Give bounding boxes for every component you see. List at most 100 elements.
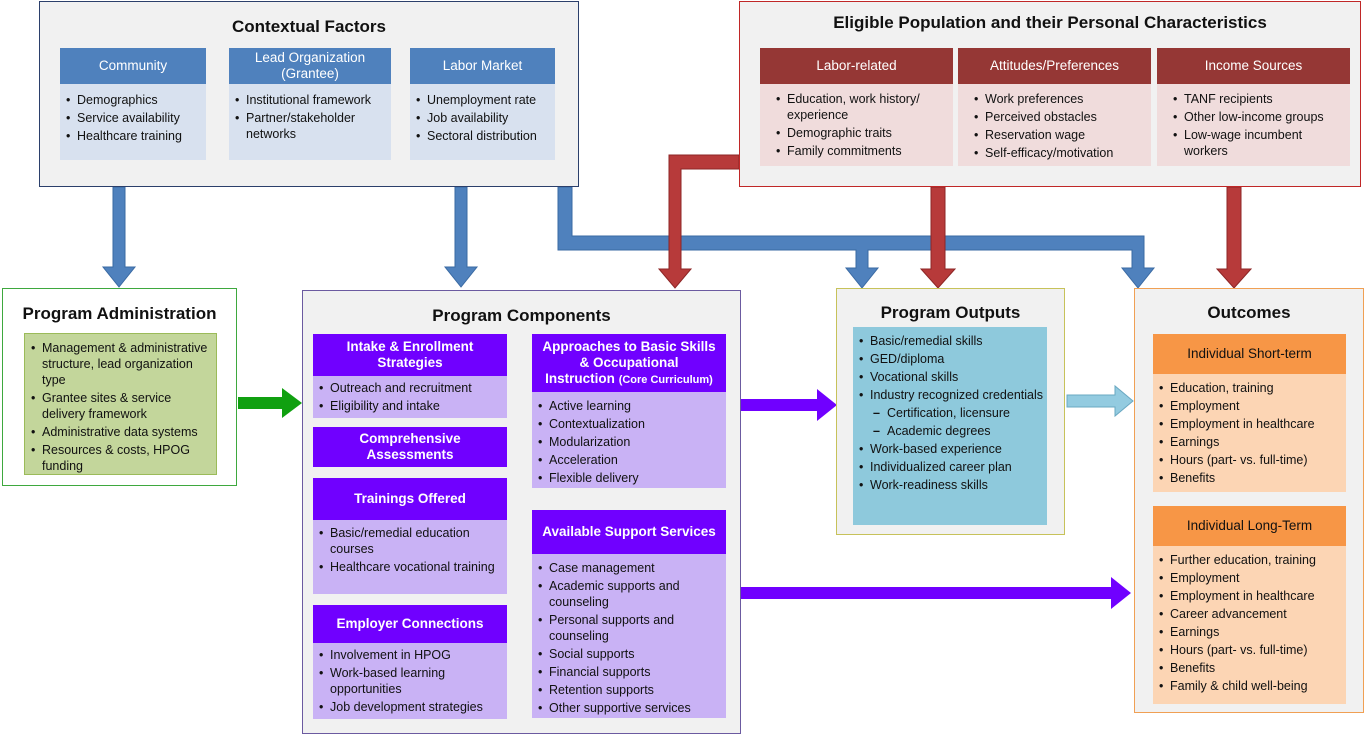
list-item: Employment xyxy=(1159,570,1342,586)
list-item: Earnings xyxy=(1159,624,1342,640)
program-outputs-box: Program Outputs Basic/remedial skills GE… xyxy=(836,288,1065,535)
support-services-group: Available Support Services Case manageme… xyxy=(532,510,726,718)
header-line: Approaches to Basic Skills xyxy=(542,338,716,354)
approaches-header: Approaches to Basic Skills & Occupationa… xyxy=(532,334,726,392)
header-line: Lead Organization xyxy=(254,50,366,65)
list-item: Social supports xyxy=(538,646,722,662)
list-item: Personal supports and counseling xyxy=(538,612,722,644)
arrow-eligible-to-outcomes xyxy=(1215,186,1253,289)
list-item: Outreach and recruitment xyxy=(319,380,503,396)
list-item: Administrative data systems xyxy=(31,424,212,440)
short-term-group: Individual Short-term Education, trainin… xyxy=(1153,334,1346,492)
arrow-eligible-to-outputs xyxy=(919,186,957,289)
arrow-admin-to-components xyxy=(238,388,302,418)
arrow-components-to-outcomes xyxy=(741,577,1131,609)
program-administration-title: Program Administration xyxy=(22,304,217,323)
trainings-header: Trainings Offered xyxy=(313,478,507,520)
outcomes-box: Outcomes Individual Short-term Education… xyxy=(1134,288,1364,713)
list-item: Family & child well-being xyxy=(1159,678,1342,694)
list-item: Management & administrative structure, l… xyxy=(31,340,212,388)
list-item: Academic supports and counseling xyxy=(538,578,722,610)
list-item: Healthcare vocational training xyxy=(319,559,503,575)
approaches-group: Approaches to Basic Skills & Occupationa… xyxy=(532,334,726,488)
list-item: Demographic traits xyxy=(776,125,949,141)
list-item: GED/diploma xyxy=(859,351,1043,367)
arrow-components-to-outputs xyxy=(741,389,837,421)
arrow-outputs-to-outcomes xyxy=(1066,384,1134,418)
eligible-population-box: Eligible Population and their Personal C… xyxy=(739,1,1361,187)
labor-market-header: Labor Market xyxy=(410,48,555,84)
list-item: Perceived obstacles xyxy=(974,109,1147,125)
list-item: Healthcare training xyxy=(66,128,206,144)
lead-organization-group: Lead Organization (Grantee) Institutiona… xyxy=(229,48,391,160)
list-item: Work-based experience xyxy=(859,441,1043,457)
eligible-population-title: Eligible Population and their Personal C… xyxy=(833,13,1267,32)
list-item: Employment in healthcare xyxy=(1159,588,1342,604)
list-sub-item: Certification, licensure xyxy=(859,405,1043,421)
program-components-title: Program Components xyxy=(432,306,611,325)
list-item: Family commitments xyxy=(776,143,949,159)
arrow-eligible-to-components xyxy=(657,154,740,289)
list-item: Industry recognized credentials xyxy=(859,387,1043,403)
attitudes-preferences-group: Attitudes/Preferences Work preferences P… xyxy=(958,48,1151,166)
list-item: Other low-income groups xyxy=(1173,109,1346,125)
community-header: Community xyxy=(60,48,206,84)
assessments-group: Comprehensive Assessments xyxy=(313,427,507,467)
list-item: Retention supports xyxy=(538,682,722,698)
list-item: Other supportive services xyxy=(538,700,722,716)
list-item: Flexible delivery xyxy=(538,470,722,486)
list-item: Individualized career plan xyxy=(859,459,1043,475)
list-item: Education, training xyxy=(1159,380,1342,396)
program-components-box: Program Components Intake & Enrollment S… xyxy=(302,290,741,734)
list-item: Resources & costs, HPOG funding xyxy=(31,442,212,474)
list-item: Low-wage incumbent workers xyxy=(1173,127,1346,159)
header-line: Instruction xyxy=(545,370,615,386)
list-item: Involvement in HPOG xyxy=(319,647,503,663)
contextual-factors-title: Contextual Factors xyxy=(232,17,386,36)
contextual-factors-box: Contextual Factors Community Demographic… xyxy=(39,1,579,187)
community-group: Community Demographics Service availabil… xyxy=(60,48,206,160)
list-item: Career advancement xyxy=(1159,606,1342,622)
support-services-header: Available Support Services xyxy=(532,510,726,554)
outcomes-title: Outcomes xyxy=(1207,303,1291,322)
list-item: Demographics xyxy=(66,92,206,108)
list-item: Employment in healthcare xyxy=(1159,416,1342,432)
arrow-context-to-admin xyxy=(101,186,137,288)
red-arrows xyxy=(657,154,1253,289)
header-line: (Grantee) xyxy=(281,66,339,81)
list-item: Employment xyxy=(1159,398,1342,414)
program-administration-list: Management & administrative structure, l… xyxy=(24,333,217,475)
list-item: Contextualization xyxy=(538,416,722,432)
labor-related-group: Labor-related Education, work history/ e… xyxy=(760,48,953,166)
employer-connections-group: Employer Connections Involvement in HPOG… xyxy=(313,605,507,719)
program-outputs-title: Program Outputs xyxy=(880,303,1021,322)
long-term-group: Individual Long-Term Further education, … xyxy=(1153,506,1346,704)
list-item: Case management xyxy=(538,560,722,576)
list-item: Work-readiness skills xyxy=(859,477,1043,493)
list-item: Acceleration xyxy=(538,452,722,468)
list-item: Work-based learning opportunities xyxy=(319,665,503,697)
employer-connections-header: Employer Connections xyxy=(313,605,507,643)
header-small: (Core Curriculum) xyxy=(618,373,713,386)
assessments-header: Comprehensive Assessments xyxy=(313,427,507,467)
labor-related-header: Labor-related xyxy=(760,48,953,84)
list-item: Hours (part- vs. full-time) xyxy=(1159,642,1342,658)
list-item: Job development strategies xyxy=(319,699,503,715)
list-item: Earnings xyxy=(1159,434,1342,450)
program-administration-box: Program Administration Management & admi… xyxy=(2,288,237,486)
list-item: Institutional framework xyxy=(235,92,391,108)
list-item: Basic/remedial skills xyxy=(859,333,1043,349)
list-item: Grantee sites & service delivery framewo… xyxy=(31,390,212,422)
list-item: Self-efficacy/motivation xyxy=(974,145,1147,161)
blue-arrows xyxy=(101,186,1156,289)
header-line: & Occupational xyxy=(579,354,679,370)
list-item: Active learning xyxy=(538,398,722,414)
intake-group: Intake & Enrollment Strategies Outreach … xyxy=(313,334,507,418)
list-item: Sectoral distribution xyxy=(416,128,555,144)
list-item: Eligibility and intake xyxy=(319,398,503,414)
list-item: Work preferences xyxy=(974,91,1147,107)
arrow-context-to-components xyxy=(443,186,479,288)
short-term-header: Individual Short-term xyxy=(1153,334,1346,374)
program-outputs-list: Basic/remedial skills GED/diploma Vocati… xyxy=(853,327,1047,525)
